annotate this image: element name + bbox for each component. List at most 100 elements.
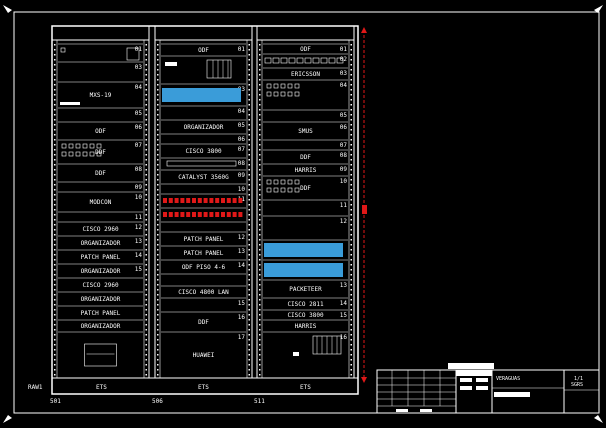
rail-hole [54, 244, 56, 246]
red-port [174, 198, 179, 203]
rail-hole [54, 139, 56, 141]
port-icon [68, 143, 74, 149]
red-port [174, 212, 179, 217]
corner-arrow-icon [3, 415, 12, 423]
unit-number: 14 [135, 252, 143, 259]
rail-hole [145, 129, 147, 131]
rail-hole [259, 89, 261, 91]
rail-hole [259, 304, 261, 306]
rail-hole [54, 284, 56, 286]
rail-hole [259, 344, 261, 346]
rail-hole [350, 119, 352, 121]
rail-hole [350, 134, 352, 136]
rail-hole [145, 54, 147, 56]
rail-hole [145, 299, 147, 301]
rail-hole [350, 144, 352, 146]
rail-hole [54, 124, 56, 126]
rail-hole [157, 294, 159, 296]
rail-hole [350, 354, 352, 356]
rail-hole [157, 124, 159, 126]
rail-hole [145, 294, 147, 296]
rail-hole [157, 239, 159, 241]
rail-hole [248, 239, 250, 241]
rail-hole [259, 44, 261, 46]
rail-hole [54, 189, 56, 191]
rail-hole [145, 269, 147, 271]
rail-hole [350, 179, 352, 181]
rail-hole [54, 104, 56, 106]
unit-number: 04 [238, 108, 246, 115]
rail-hole [54, 239, 56, 241]
rail-hole [145, 104, 147, 106]
port-icon [273, 83, 279, 89]
rail-hole [259, 199, 261, 201]
rail-hole [248, 354, 250, 356]
rail-hole [145, 219, 147, 221]
red-port [163, 212, 167, 217]
rail-hole [248, 374, 250, 376]
rail-hole [350, 49, 352, 51]
rail-hole [350, 234, 352, 236]
unit-number: 12 [340, 218, 348, 225]
rail-hole [157, 274, 159, 276]
device-label-rack1: ORGANIZADOR [81, 240, 121, 247]
device-label-rack1: DDF [95, 170, 106, 177]
rail-hole [145, 209, 147, 211]
rail-hole [157, 214, 159, 216]
device-bar [166, 160, 237, 167]
port-icon [280, 91, 286, 97]
rail-hole [248, 184, 250, 186]
rail-hole [157, 119, 159, 121]
rail-hole [157, 149, 159, 151]
device-label-rack2: ODF [198, 47, 209, 54]
rail-hole [350, 139, 352, 141]
red-port [186, 198, 191, 203]
rail-hole [350, 104, 352, 106]
rail-hole [259, 269, 261, 271]
rail-hole [54, 259, 56, 261]
rail-hole [248, 109, 250, 111]
rail-hole [157, 134, 159, 136]
rail-hole [248, 244, 250, 246]
rail-hole [259, 264, 261, 266]
rail-hole [248, 44, 250, 46]
rail-hole [248, 299, 250, 301]
device-label-rack2: ODF PISO 4-6 [182, 264, 226, 271]
unit-number: 07 [238, 146, 246, 153]
rail-hole [54, 319, 56, 321]
rail-hole [248, 139, 250, 141]
rail-hole [248, 219, 250, 221]
port-icon [61, 143, 67, 149]
red-port [180, 212, 185, 217]
rail-hole [54, 129, 56, 131]
rail-hole [248, 164, 250, 166]
rail-hole [157, 59, 159, 61]
rail-hole [145, 344, 147, 346]
rail-hole [54, 64, 56, 66]
rail-hole [248, 59, 250, 61]
switch-ports-blue [264, 243, 343, 257]
rail-hole [259, 184, 261, 186]
drawing-border [13, 11, 600, 414]
rail-hole [259, 54, 261, 56]
red-port [238, 198, 243, 203]
rail-hole [248, 349, 250, 351]
port-icon [280, 57, 288, 64]
port-icon [280, 83, 286, 89]
rail-hole [54, 54, 56, 56]
rack-id-1: 501 [50, 398, 61, 405]
rail-hole [54, 114, 56, 116]
rail-hole [350, 299, 352, 301]
unit-number: 02 [340, 56, 348, 63]
rail-hole [259, 209, 261, 211]
rail-hole [248, 114, 250, 116]
rail-hole [157, 109, 159, 111]
rail-hole [157, 234, 159, 236]
port-icon [294, 91, 300, 97]
rail-hole [157, 349, 159, 351]
rail-hole [259, 179, 261, 181]
rail-hole [259, 189, 261, 191]
rail-hole [248, 274, 250, 276]
rail-hole [145, 159, 147, 161]
rail-hole [54, 289, 56, 291]
